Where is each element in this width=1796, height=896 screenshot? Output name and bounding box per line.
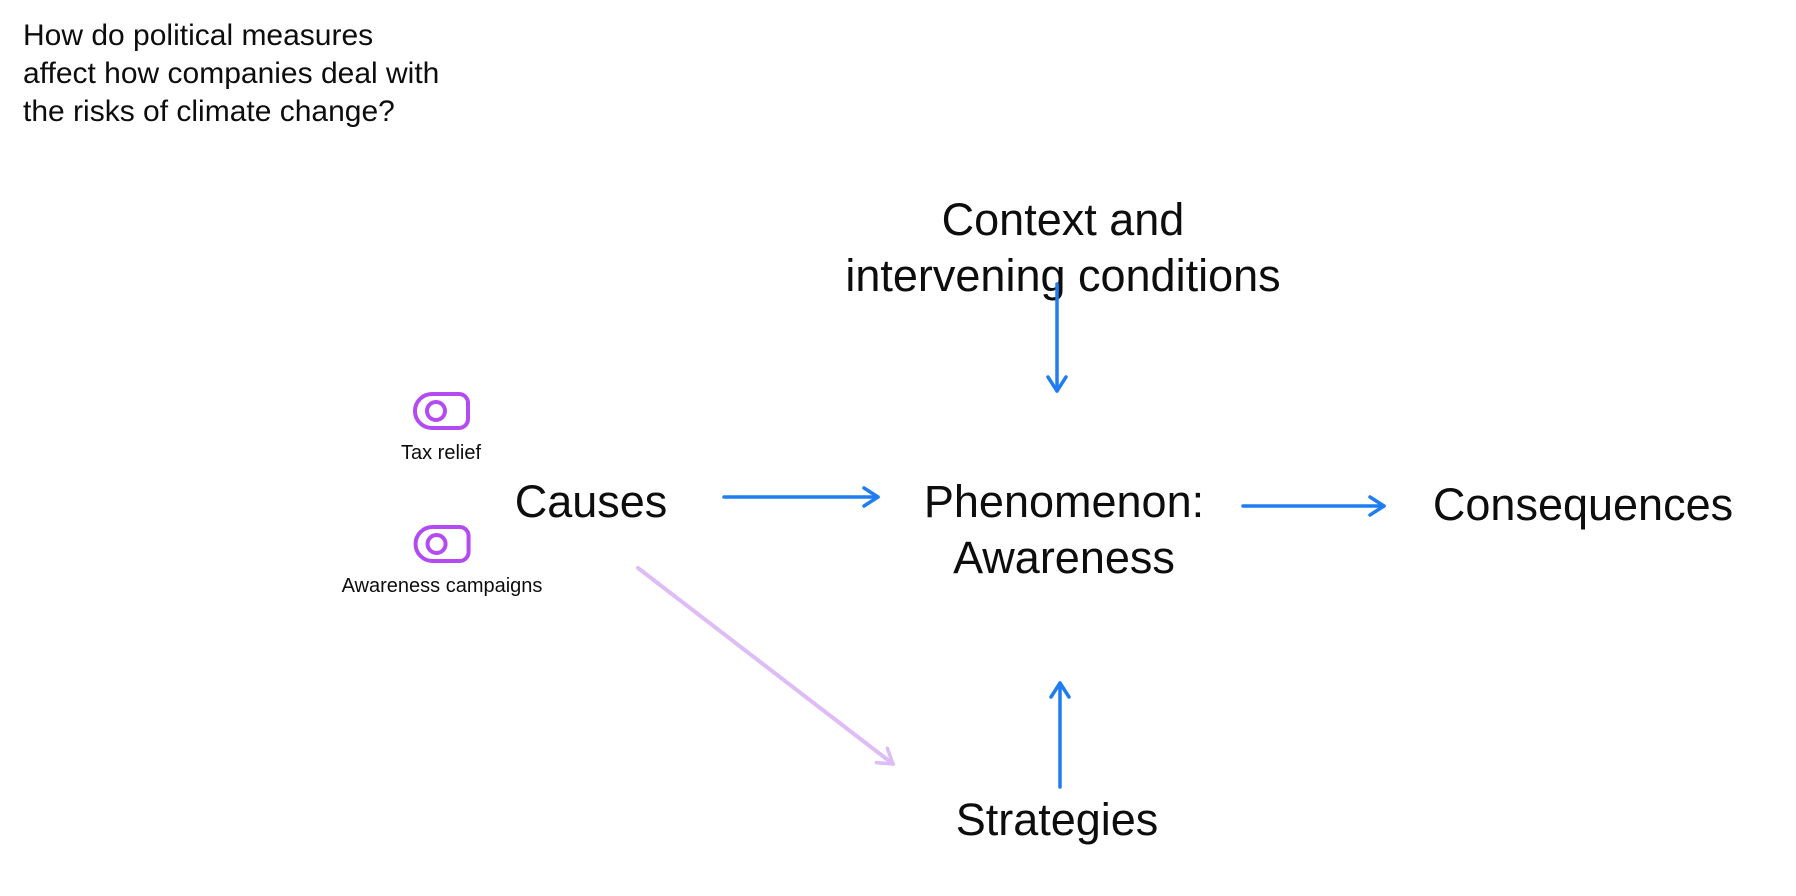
node-strategies[interactable]: Strategies bbox=[955, 794, 1159, 845]
node-context-conditions[interactable]: Context and intervening conditions bbox=[845, 194, 1281, 301]
code-item-tax-relief[interactable]: Tax relief bbox=[401, 392, 481, 465]
node-phenomenon-awareness[interactable]: Phenomenon: Awareness bbox=[923, 476, 1205, 583]
code-item-awareness-campaigns[interactable]: Awareness campaigns bbox=[341, 525, 543, 598]
code-label: Tax relief bbox=[400, 442, 482, 464]
research-question-text[interactable]: How do political measures affect how com… bbox=[23, 19, 440, 128]
arrow-causes-to-strategies[interactable] bbox=[636, 566, 895, 766]
code-icon-dot bbox=[425, 533, 448, 555]
code-icon bbox=[412, 392, 470, 430]
code-icon-dot bbox=[424, 400, 447, 422]
code-icon bbox=[413, 525, 471, 563]
node-causes[interactable]: Causes bbox=[514, 476, 668, 527]
node-consequences[interactable]: Consequences bbox=[1432, 479, 1734, 530]
code-label: Awareness campaigns bbox=[341, 575, 543, 597]
